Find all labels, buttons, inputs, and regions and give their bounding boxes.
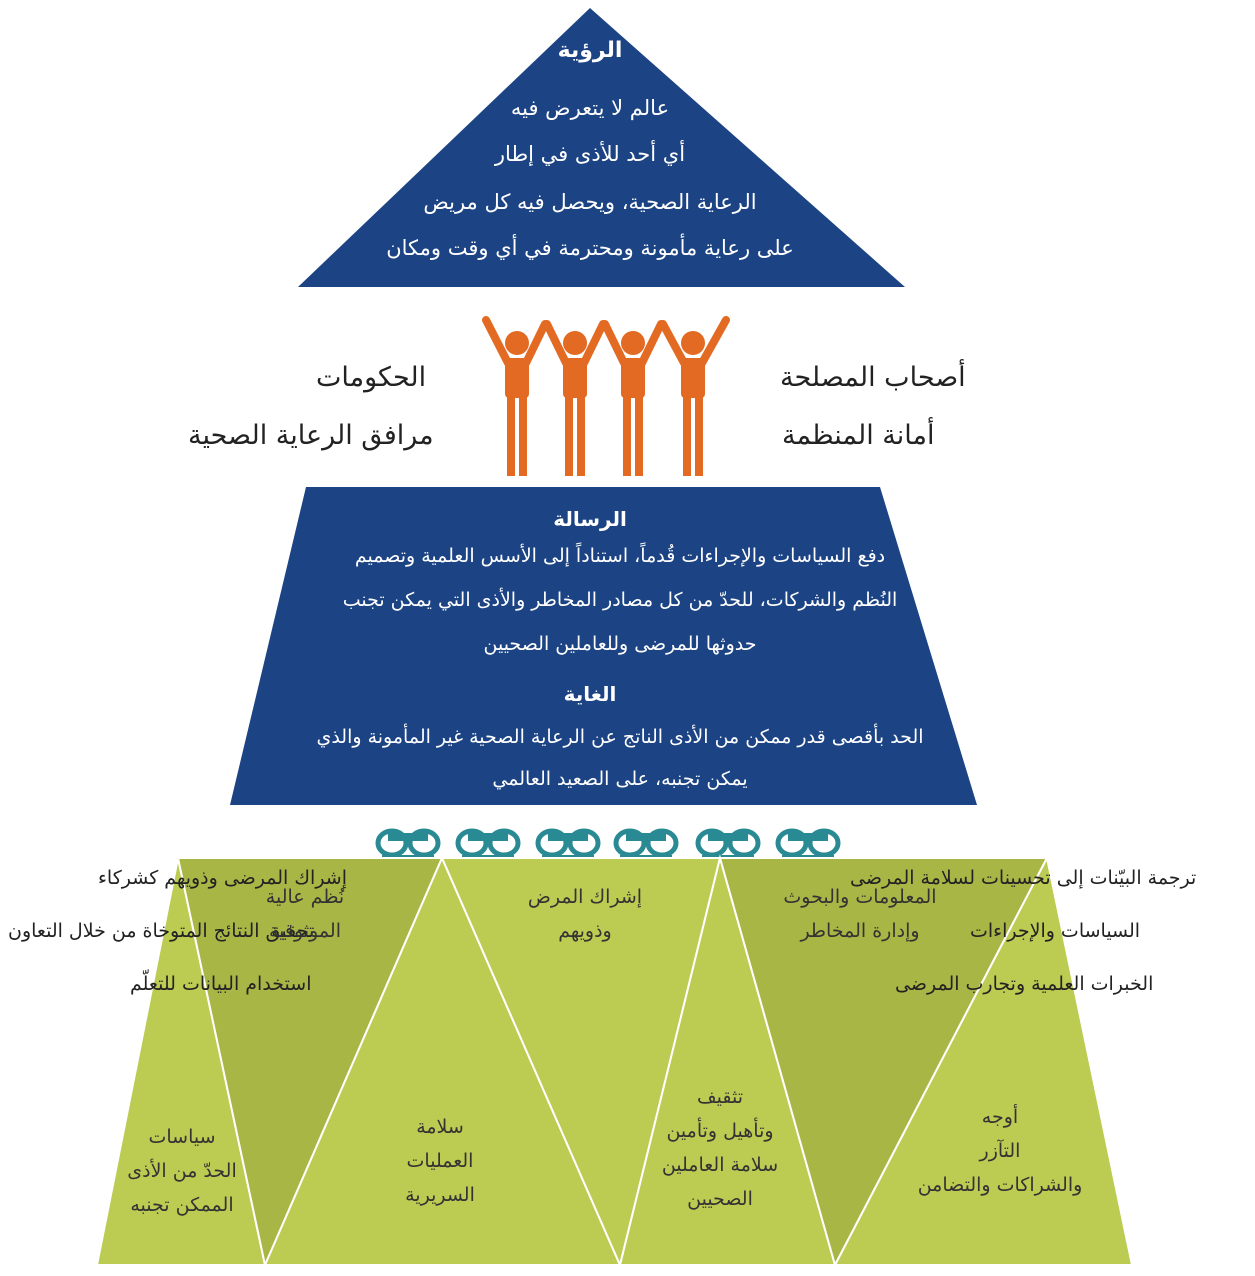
base-label-synergies: أوجه التآزر والشراكات والتضامن (917, 1106, 1083, 1196)
base-label-information-research: المعلومات والبحوث وإدارة المخاطر (783, 886, 937, 942)
stakeholder-secretariat: أمانة المنظمة (782, 420, 935, 451)
base-label-clinical-safety: سلامة العمليات السريرية (405, 1116, 475, 1206)
goal-title: الغاية (563, 682, 617, 706)
pillar-label-left: إشراك المرضى وذويهم كشركاء (98, 867, 347, 889)
base-label-policies: سياسات الحدّ من الأذى الممكن تجنبه (127, 1126, 237, 1216)
base-band (95, 854, 1134, 1269)
vision-line: عالم لا يتعرض فيه (510, 96, 670, 120)
mission-title: الرسالة (553, 507, 627, 531)
mission-line: حدوثها للمرضى وللعاملين الصحيين (483, 633, 757, 655)
mission-line: النُظم والشركات، للحدّ من كل مصادر المخا… (342, 589, 898, 611)
stakeholder-governments: الحكومات (316, 362, 427, 393)
pillar-label-right: الخبرات العلمية وتجارب المرضى (895, 973, 1154, 995)
vision-line: أي أحد للأذى في إطار (494, 142, 686, 166)
vision-line: على رعاية مأمونة ومحترمة في أي وقت ومكان (386, 236, 794, 260)
vision-title: الرؤية (557, 38, 623, 63)
stakeholder-facilities: مرافق الرعاية الصحية (188, 420, 434, 451)
goal-line: الحد بأقصى قدر ممكن من الأذى الناتج عن ا… (316, 726, 924, 748)
base-label-patient-engagement: إشراك المرض وذويهم (527, 886, 643, 942)
base-label-reliable-systems: نُظم عالية الموثوقية (265, 886, 345, 942)
mission-line: دفع السياسات والإجراءات قُدماً، استناداً… (354, 545, 886, 567)
pillar-label-left: استخدام البيانات للتعلّم (130, 973, 312, 995)
pillar-label-left: تحقيق النتائج المتوخاة من خلال التعاون (8, 920, 315, 942)
base-label-worker-education: تثقيف وتأهيل وتأمين سلامة العاملين الصحي… (661, 1086, 779, 1210)
stakeholder-partners: أصحاب المصلحة (780, 362, 966, 393)
goal-line: يمكن تجنبه، على الصعيد العالمي (492, 768, 748, 790)
base-triangle-7 (833, 855, 1134, 1266)
pillar-label-right: ترجمة البيّنات إلى تحسينات لسلامة المرضى (850, 867, 1197, 889)
pillar-label-right: السياسات والإجراءات (970, 920, 1141, 942)
people-icon (482, 316, 730, 476)
vision-triangle (298, 8, 905, 287)
vision-line: الرعاية الصحية، ويحصل فيه كل مريض (423, 190, 757, 214)
mission-trapezoid (230, 487, 977, 805)
